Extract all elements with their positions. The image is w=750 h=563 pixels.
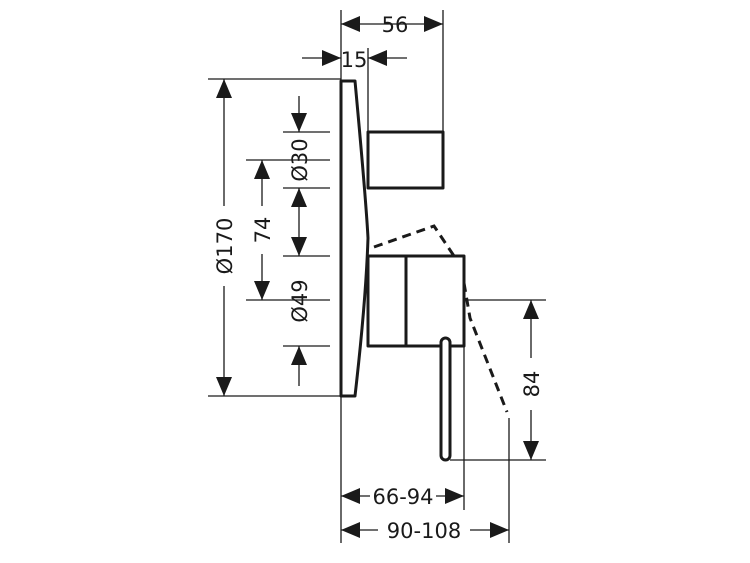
lever-handle (439, 336, 452, 462)
diverter-knob (366, 130, 445, 190)
dimension-90-108: 90-108 (341, 519, 509, 543)
mixer-body (366, 254, 466, 348)
dimension-66-94: 66-94 (341, 485, 464, 509)
dim-label-66-94: 66-94 (372, 485, 433, 509)
dimension-56: 56 (341, 13, 443, 37)
mixer-outline (339, 79, 509, 462)
dimension-diameter-30: Ø30 (288, 96, 312, 222)
dim-label-74: 74 (251, 217, 275, 244)
dimension-diameter-49: Ø49 (288, 222, 312, 386)
extension-lines (208, 10, 546, 543)
dimension-15: 15 (302, 48, 407, 72)
lever-swing-up (373, 224, 456, 257)
dim-label-84: 84 (520, 371, 544, 398)
dim-label-15: 15 (341, 48, 368, 72)
lever-swing-down (462, 282, 509, 413)
dimension-74: 74 (251, 160, 275, 300)
dim-label-56: 56 (382, 13, 409, 37)
dim-label-diameter-49: Ø49 (288, 279, 312, 322)
dim-label-90-108: 90-108 (387, 519, 461, 543)
dimension-84: 84 (520, 300, 544, 460)
dim-label-diameter-30: Ø30 (288, 138, 312, 181)
dimension-diameter-170: Ø170 (213, 79, 237, 396)
escutcheon-plate (339, 79, 370, 398)
dim-label-diameter-170: Ø170 (213, 218, 237, 275)
